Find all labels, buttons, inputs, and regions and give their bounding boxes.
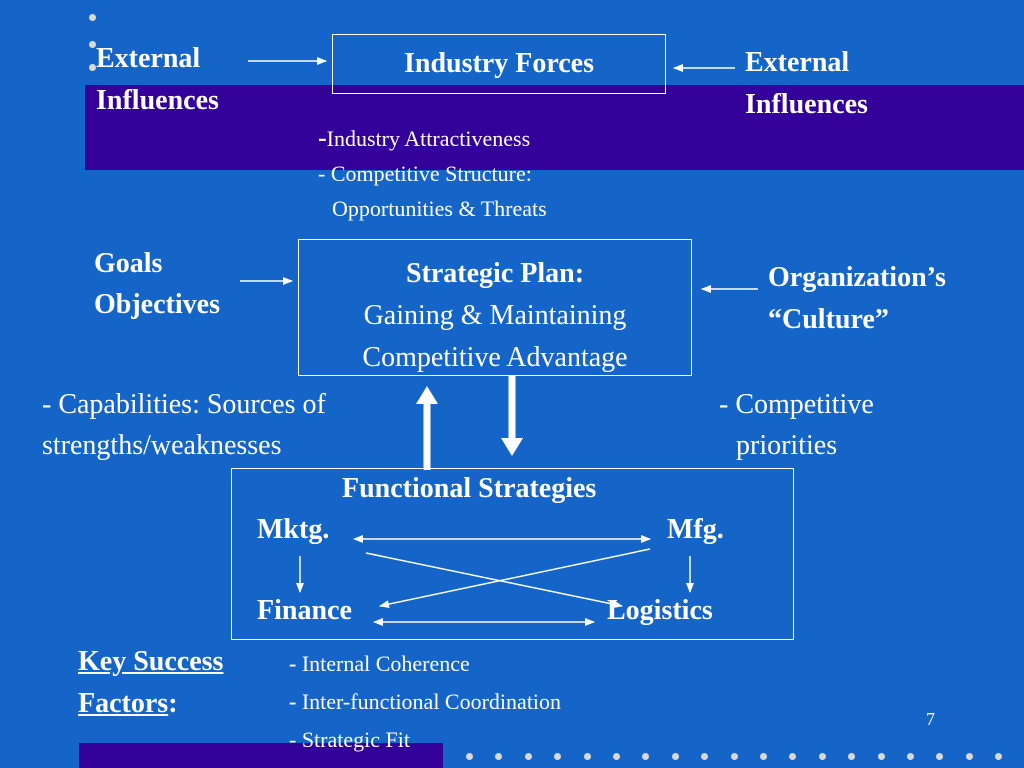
key-success-items: - Internal Coherence - Inter-functional … xyxy=(289,645,561,759)
top-band xyxy=(85,85,1024,170)
decorative-dot xyxy=(584,753,591,760)
arrow-mfg-finance xyxy=(379,548,651,609)
industry-points: -Industry Attractiveness - Competitive S… xyxy=(318,123,547,221)
decorative-dot xyxy=(848,753,855,760)
decorative-dot xyxy=(672,753,679,760)
decorative-dot xyxy=(466,753,473,760)
decorative-dot xyxy=(819,753,826,760)
industry-dash: - xyxy=(318,123,327,152)
decorative-dot xyxy=(554,753,561,760)
strategic-plan-title: Strategic Plan: xyxy=(405,258,585,289)
external-influences-right: External Influences xyxy=(745,47,868,120)
external-influences-left: External Influences xyxy=(96,43,219,116)
decorative-dot xyxy=(789,753,796,760)
decorative-dot xyxy=(936,753,943,760)
organization-culture: Organization’s “Culture” xyxy=(768,262,946,335)
decorative-dot xyxy=(966,753,973,760)
strategic-plan-box: Strategic Plan: Gaining & Maintaining Co… xyxy=(298,239,692,376)
node-mktg: Mktg. xyxy=(257,514,330,545)
capabilities-text: - Capabilities: Sources of strengths/wea… xyxy=(42,389,326,461)
page-number: 7 xyxy=(926,709,935,729)
decorative-dot xyxy=(760,753,767,760)
ksf-item-1: - Internal Coherence xyxy=(289,651,470,676)
arrow-down-head xyxy=(501,438,523,456)
arrow-up-head xyxy=(416,386,438,404)
decorative-dot xyxy=(731,753,738,760)
decorative-dot xyxy=(995,753,1002,760)
industry-forces-box: Industry Forces xyxy=(332,34,666,94)
decorative-dot xyxy=(878,753,885,760)
functional-strategies-box xyxy=(231,468,794,640)
goals-objectives: Goals Objectives xyxy=(94,248,220,320)
decorative-dot xyxy=(701,753,708,760)
node-finance: Finance xyxy=(257,595,352,626)
decorative-dot xyxy=(495,753,502,760)
ksf-item-3: - Strategic Fit xyxy=(289,727,410,752)
decorative-dot xyxy=(525,753,532,760)
competitive-priorities: - Competitive priorities xyxy=(719,389,874,461)
arrow-mktg-logistics xyxy=(365,552,623,609)
industry-forces-title: Industry Forces xyxy=(403,48,595,79)
decorative-dot xyxy=(642,753,649,760)
decorative-dot xyxy=(907,753,914,760)
node-mfg: Mfg. xyxy=(667,514,724,545)
ksf-item-2: - Inter-functional Coordination xyxy=(289,689,562,714)
functional-strategies-title: Functional Strategies xyxy=(342,473,597,504)
decorative-dot xyxy=(613,753,620,760)
bottom-band xyxy=(79,743,443,768)
key-success-label: Key Success Factors: xyxy=(78,646,224,719)
node-logistics: Logistics xyxy=(607,595,713,626)
